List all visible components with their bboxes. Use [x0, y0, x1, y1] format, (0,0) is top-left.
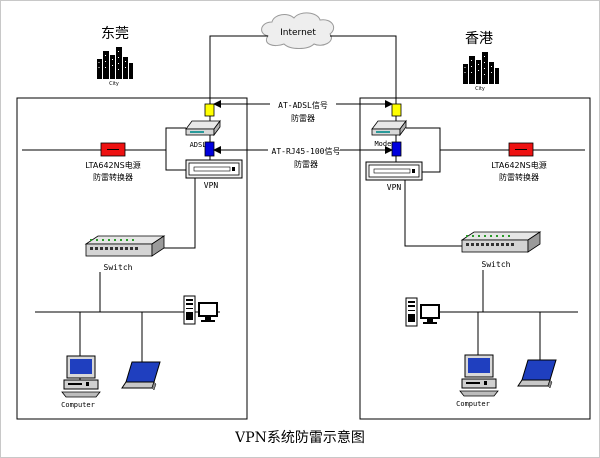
left-vpn-icon — [185, 159, 243, 179]
left-vpn-label: VPN — [204, 181, 219, 190]
left-city-icon — [97, 47, 133, 79]
diagram-caption: VPN系统防雷示意图 — [234, 429, 365, 446]
internet-label: Internet — [280, 28, 316, 38]
right-switch-icon — [461, 231, 541, 253]
right-server-icon — [405, 297, 441, 327]
rj45-protector-label-1: AT-RJ45-100信号 — [272, 146, 341, 156]
left-computer-icon — [61, 355, 101, 398]
right-computer-label: Computer — [456, 400, 490, 408]
right-vpn-label: VPN — [387, 183, 402, 192]
left-city-label: City — [109, 81, 119, 87]
right-converter-label-2: 防雷转换器 — [499, 172, 539, 182]
left-server-icon — [183, 295, 219, 325]
right-laptop-icon — [517, 359, 557, 389]
left-rj45-protector-icon — [204, 141, 215, 157]
internet-link-left — [209, 35, 268, 104]
right-modem-icon — [371, 120, 407, 136]
internet-link-right — [330, 35, 397, 104]
right-modem-label: Modem — [374, 140, 395, 148]
left-modem-icon — [185, 120, 221, 136]
adsl-protector-label-1: AT-ADSL信号 — [278, 100, 328, 110]
left-computer-label: Computer — [61, 401, 95, 409]
left-adsl-protector-icon — [204, 103, 215, 117]
rj45-protector-label-2: 防雷器 — [294, 159, 318, 169]
adsl-protector-label-2: 防雷器 — [291, 113, 315, 123]
right-city-icon — [463, 52, 499, 84]
internet-cloud: Internet — [261, 12, 335, 49]
right-switch-label: Switch — [482, 260, 511, 269]
right-site-box — [359, 97, 591, 420]
left-converter-label-2: 防雷转换器 — [93, 172, 133, 182]
right-computer-icon — [459, 354, 499, 397]
right-converter-label-1: LTA642NS电源 — [491, 160, 546, 170]
right-adsl-protector-icon — [391, 103, 402, 117]
left-switch-label: Switch — [104, 263, 133, 272]
right-city-label: City — [475, 86, 485, 92]
left-laptop-icon — [121, 361, 161, 391]
left-converter-label-1: LTA642NS电源 — [85, 160, 140, 170]
right-vpn-icon — [365, 161, 423, 181]
left-switch-icon — [85, 235, 165, 257]
left-site-box — [16, 97, 248, 420]
right-rj45-protector-icon — [391, 141, 402, 157]
left-site-name: 东莞 — [101, 26, 129, 42]
right-site-name: 香港 — [465, 31, 493, 47]
left-modem-label: ADSL — [190, 141, 207, 149]
